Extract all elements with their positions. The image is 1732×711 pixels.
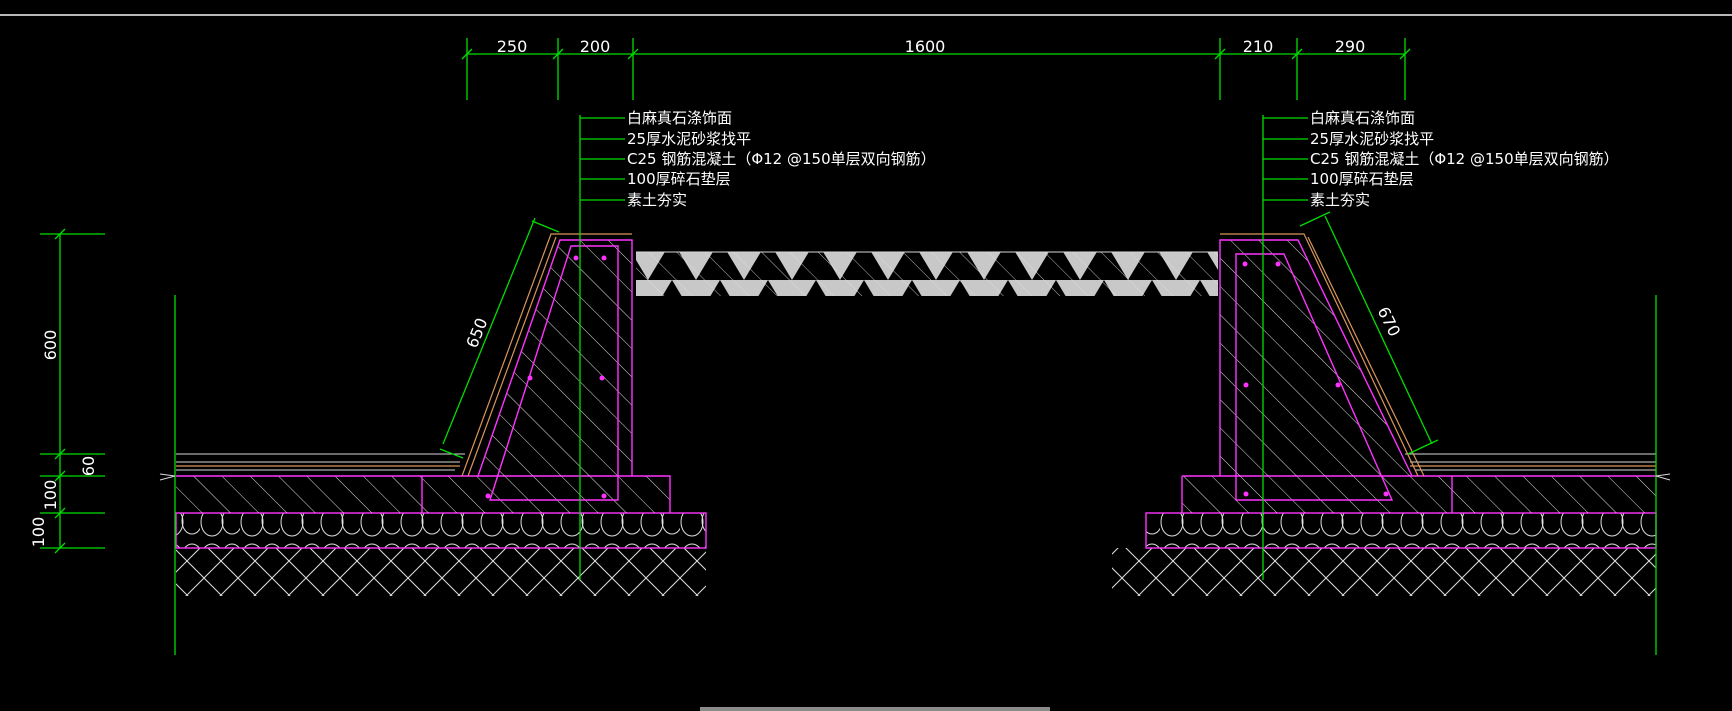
dim-text-600: 600 [41, 330, 60, 361]
callout-right-soil: 素土夯实 [1310, 191, 1370, 209]
dim-text-1600: 1600 [905, 37, 946, 56]
canvas-top-border [0, 14, 1732, 16]
callout-left-concrete: C25 钢筋混凝土（Φ12 @150单层双向钢筋） [627, 150, 936, 168]
callout-right-gravel: 100厚碎石垫层 [1310, 170, 1414, 188]
left-compacted-soil [176, 548, 706, 596]
dim-text-200: 200 [580, 37, 611, 56]
top-dimension-chain: 250 200 1600 210 290 [461, 37, 1411, 100]
right-gravel-bed [1146, 513, 1656, 548]
channel-bed [636, 251, 1218, 296]
right-wall-section[interactable]: 670 [1112, 115, 1671, 655]
right-retaining-wall [1220, 240, 1412, 476]
callout-right-finish: 白麻真石涤饰面 [1310, 109, 1415, 127]
left-layer-callout: 白麻真石涤饰面 25厚水泥砂浆找平 C25 钢筋混凝土（Φ12 @150单层双向… [580, 109, 936, 209]
callout-left-finish: 白麻真石涤饰面 [627, 109, 732, 127]
right-layer-callout: 白麻真石涤饰面 25厚水泥砂浆找平 C25 钢筋混凝土（Φ12 @150单层双向… [1263, 109, 1619, 209]
slope-dim-right: 670 [1374, 304, 1404, 340]
left-base-slab [176, 476, 670, 513]
left-wall-section[interactable]: 650 [159, 115, 707, 655]
dim-text-250: 250 [497, 37, 528, 56]
callout-left-gravel: 100厚碎石垫层 [627, 170, 731, 188]
horizontal-scrollbar[interactable] [700, 707, 1050, 711]
dim-text-60: 60 [79, 456, 98, 476]
right-base-slab [1182, 476, 1656, 513]
callout-right-concrete: C25 钢筋混凝土（Φ12 @150单层双向钢筋） [1310, 150, 1619, 168]
dim-text-100-upper: 100 [41, 480, 60, 511]
dim-text-290: 290 [1335, 37, 1366, 56]
left-retaining-wall [478, 240, 632, 476]
right-compacted-soil [1112, 548, 1656, 596]
callout-left-mortar: 25厚水泥砂浆找平 [627, 130, 751, 148]
slope-dim-left: 650 [462, 315, 491, 350]
callout-left-soil: 素土夯实 [627, 191, 687, 209]
dim-text-210: 210 [1243, 37, 1274, 56]
callout-right-mortar: 25厚水泥砂浆找平 [1310, 130, 1434, 148]
left-vertical-dimension-chain: 600 60 100 100 [29, 228, 105, 554]
left-gravel-bed [176, 513, 706, 548]
dim-text-100-lower: 100 [29, 517, 48, 548]
